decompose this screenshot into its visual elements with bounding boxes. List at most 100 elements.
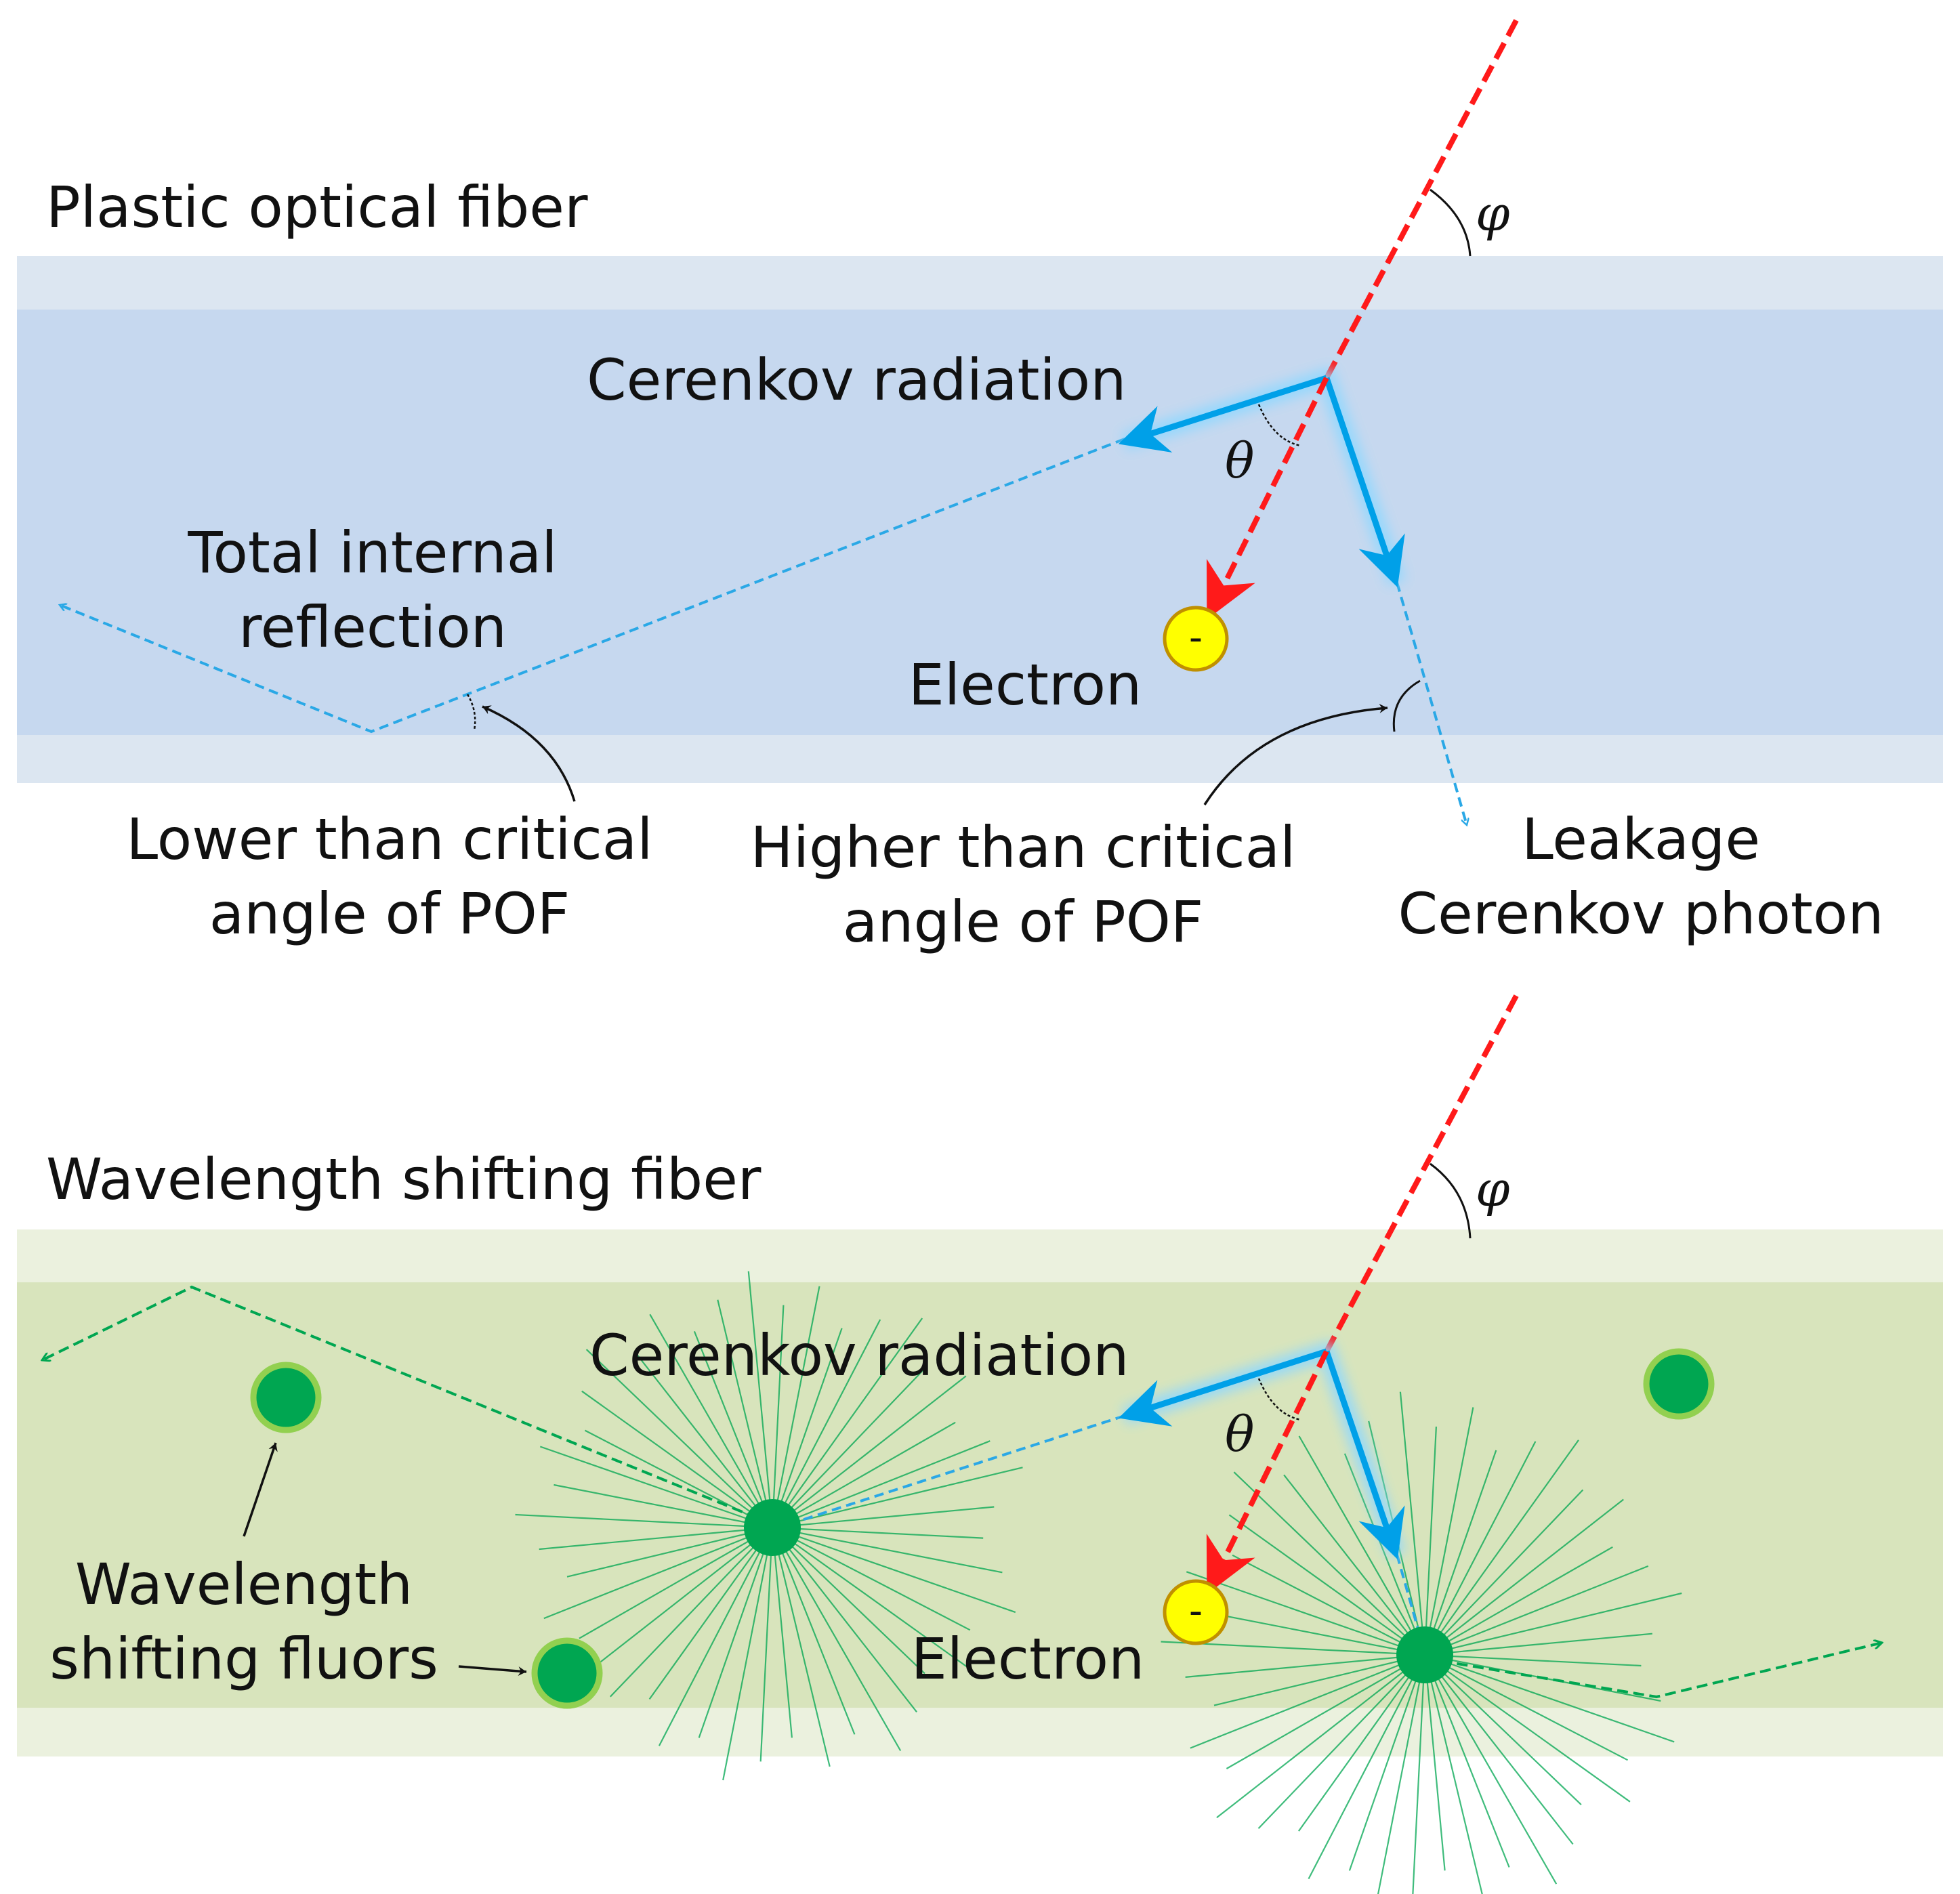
- emission-ray: [772, 1366, 927, 1528]
- emission-ray: [722, 1527, 774, 1781]
- emission-ray: [693, 1330, 774, 1528]
- emission-ray: [649, 1313, 773, 1528]
- emission-ray: [648, 1527, 773, 1700]
- pof-lower-pointer: [482, 705, 576, 802]
- emission-ray: [1424, 1489, 1584, 1656]
- emission-ray: [1424, 1654, 1675, 1743]
- emission-ray: [1424, 1654, 1642, 1667]
- emission-ray: [1424, 1654, 1629, 1761]
- emission-ray: [1185, 1654, 1425, 1678]
- emission-ray: [772, 1526, 1003, 1574]
- pof-title: Plastic optical fiber: [46, 174, 588, 240]
- emission-ray: [772, 1526, 1016, 1614]
- wsf-panel: Wavelength shifting fiber φ θ: [17, 994, 1943, 1894]
- pof-leakage-label-line2: Cerenkov photon: [1398, 881, 1884, 947]
- wsf-fluor-label-line1: Wavelength: [75, 1551, 413, 1618]
- pof-panel: Plastic optical fiber φ θ - Cerenkov rad…: [17, 19, 1943, 955]
- emission-ray: [771, 1527, 856, 1735]
- emission-ray: [771, 1328, 843, 1528]
- emission-ray: [698, 1527, 774, 1738]
- wsf-fluor-pointer-up: [243, 1442, 278, 1537]
- emission-ray: [772, 1506, 995, 1529]
- emission-ray: [658, 1527, 773, 1746]
- emission-ray: [1424, 1592, 1682, 1656]
- emission-ray: [634, 1351, 773, 1528]
- pof-electron-inner-path: [1207, 377, 1329, 620]
- pof-electron-incoming-path: [1324, 19, 1519, 379]
- emission-ray: [581, 1390, 773, 1528]
- pof-leakage-label-line1: Leakage: [1522, 806, 1760, 872]
- emission-ray: [1424, 1654, 1558, 1885]
- wsf-cerenkov-label: Cerenkov radiation: [589, 1322, 1129, 1389]
- emission-ray: [1348, 1654, 1426, 1871]
- emission-ray: [1423, 1427, 1437, 1656]
- pof-theta-symbol: θ: [1225, 432, 1254, 489]
- wsf-phi-angle-arc: [1430, 1162, 1472, 1239]
- wsf-theta-angle-arc: [1257, 1378, 1301, 1421]
- wsf-electron-inner-path: [1206, 1350, 1329, 1595]
- emission-ray: [1424, 1633, 1653, 1656]
- pof-theta-angle-arc: [1257, 404, 1301, 447]
- wsf-blue-ray-to-fluor-left: [772, 1414, 1125, 1531]
- pof-lower-angle-arc: [466, 694, 476, 731]
- emission-ray: [772, 1318, 923, 1528]
- wsf-fluor: [531, 1637, 603, 1709]
- pof-tir-label-line2: reflection: [238, 594, 507, 660]
- emission-ray: [1424, 1546, 1613, 1656]
- emission-ray: [566, 1526, 773, 1578]
- emission-ray: [1423, 1654, 1483, 1894]
- emission-ray: [1424, 1439, 1579, 1656]
- wsf-fluor: [250, 1362, 322, 1433]
- pof-tir-label-line1: Total internal: [187, 520, 557, 586]
- pof-lower-label-line1: Lower than critical: [126, 806, 652, 872]
- pof-higher-pointer: [1203, 703, 1388, 805]
- wsf-electron: -: [1163, 1579, 1229, 1645]
- emission-ray: [1190, 1654, 1425, 1749]
- svg-text:-: -: [1189, 616, 1203, 660]
- emission-ray: [1424, 1654, 1582, 1805]
- emission-ray: [772, 1467, 1023, 1529]
- emission-ray: [772, 1527, 902, 1752]
- emission-ray: [772, 1527, 917, 1712]
- pof-higher-label-line2: angle of POF: [843, 889, 1204, 955]
- emission-ray: [1226, 1654, 1425, 1769]
- pof-tir-ray: [60, 438, 1125, 734]
- emission-ray: [539, 1446, 773, 1529]
- emission-ray: [1161, 1641, 1425, 1656]
- wsf-theta-symbol: θ: [1225, 1406, 1254, 1462]
- emission-ray: [554, 1483, 773, 1529]
- emission-ray: [585, 1349, 773, 1528]
- emission-ray: [717, 1299, 774, 1528]
- pof-leakage-ray: [1396, 582, 1467, 825]
- wsf-fluor-pointer-right: [458, 1665, 527, 1677]
- emission-ray: [772, 1527, 973, 1672]
- emission-ray: [1399, 1391, 1426, 1656]
- emission-ray: [569, 1527, 773, 1687]
- wsf-fluor: [1643, 1348, 1715, 1420]
- wsf-emission-burst-left: [515, 1271, 1023, 1781]
- pof-core: [17, 310, 1943, 735]
- wsf-electron-incoming-path: [1324, 994, 1519, 1353]
- emission-ray: [1423, 1407, 1474, 1656]
- wsf-electron-label: Electron: [911, 1626, 1145, 1692]
- pof-electron-label: Electron: [909, 652, 1142, 718]
- emission-ray: [1423, 1654, 1510, 1868]
- emission-ray: [1377, 1654, 1426, 1894]
- wsf-title: Wavelength shifting fiber: [46, 1146, 762, 1213]
- pof-higher-angle-arc: [1392, 679, 1421, 732]
- emission-ray: [1423, 1450, 1497, 1656]
- pof-lower-label-line2: angle of POF: [209, 881, 570, 947]
- emission-ray: [1298, 1654, 1425, 1832]
- emission-ray: [1228, 1514, 1425, 1656]
- emission-ray: [1308, 1654, 1425, 1880]
- emission-ray: [772, 1526, 984, 1539]
- wsf-shifted-light-left: [42, 1285, 773, 1525]
- emission-ray: [772, 1440, 991, 1529]
- pof-phi-symbol: φ: [1476, 185, 1510, 242]
- emission-ray: [539, 1526, 773, 1551]
- emission-ray: [1257, 1654, 1425, 1830]
- emission-ray: [515, 1513, 773, 1529]
- pof-higher-label-line1: Higher than critical: [751, 814, 1296, 881]
- emission-ray: [579, 1527, 773, 1639]
